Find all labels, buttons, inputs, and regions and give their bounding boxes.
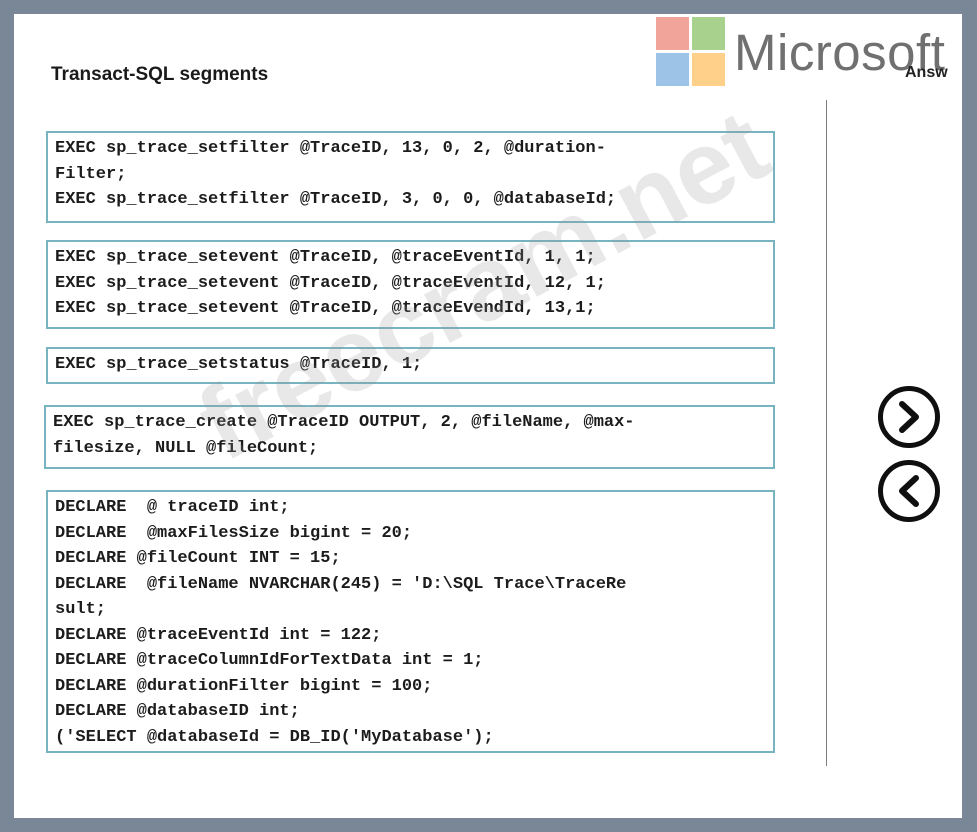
area-divider [826, 100, 827, 766]
code-line: EXEC sp_trace_setstatus @TraceID, 1; [55, 355, 423, 374]
microsoft-logo: Microsoft [656, 17, 945, 87]
segment-declare-variables[interactable]: DECLARE @ traceID int; DECLARE @maxFilesS… [46, 490, 775, 753]
code-line: EXEC sp_trace_setevent @TraceID, @traceE… [55, 299, 596, 318]
code-line: DECLARE @traceEventId int = 122; [55, 625, 382, 645]
move-right-button[interactable] [878, 386, 940, 448]
segment-set-event[interactable]: EXEC sp_trace_setevent @TraceID, @traceE… [46, 240, 775, 329]
code-line: DECLARE @traceColumnIdForTextData int = … [55, 651, 484, 670]
answer-area-title: Answ [905, 64, 948, 81]
code-line: EXEC sp_trace_create @TraceID OUTPUT, 2,… [53, 413, 635, 432]
logo-square-red [656, 17, 689, 50]
code-line: ('SELECT @databaseId = DB_ID('MyDatabase… [55, 727, 494, 747]
code-line: EXEC sp_trace_setfilter @TraceID, 13, 0,… [55, 139, 606, 158]
segment-set-status[interactable]: EXEC sp_trace_setstatus @TraceID, 1; [46, 347, 775, 384]
code-line: DECLARE @durationFilter bigint = 100; [55, 676, 433, 696]
code-line: EXEC sp_trace_setevent @TraceID, @traceE… [55, 273, 606, 293]
code-line: sult; [55, 600, 107, 619]
code-line: DECLARE @fileCount INT = 15; [55, 549, 341, 568]
code-line: Filter; [55, 164, 127, 184]
code-line: DECLARE @databaseID int; [55, 702, 300, 721]
code-line: filesize, NULL @fileCount; [53, 438, 319, 458]
chevron-left-circle-icon [899, 475, 919, 507]
microsoft-logo-icon [656, 17, 726, 87]
logo-square-yellow [692, 53, 725, 86]
code-line: DECLARE @maxFilesSize bigint = 20; [55, 523, 413, 543]
segment-set-filter[interactable]: EXEC sp_trace_setfilter @TraceID, 13, 0,… [46, 131, 775, 223]
code-line: DECLARE @ traceID int; [55, 498, 290, 517]
logo-square-green [692, 17, 725, 50]
segments-title: Transact-SQL segments [51, 64, 269, 85]
segment-trace-create[interactable]: EXEC sp_trace_create @TraceID OUTPUT, 2,… [44, 405, 775, 469]
chevron-right-circle-icon [899, 401, 919, 433]
logo-text: Microsoft [734, 23, 946, 81]
logo-square-blue [656, 53, 689, 86]
code-line: DECLARE @fileName NVARCHAR(245) = 'D:\SQ… [55, 574, 627, 594]
code-line: EXEC sp_trace_setevent @TraceID, @traceE… [55, 248, 596, 267]
code-line: EXEC sp_trace_setfilter @TraceID, 3, 0, … [55, 190, 617, 209]
move-left-button[interactable] [878, 460, 940, 522]
